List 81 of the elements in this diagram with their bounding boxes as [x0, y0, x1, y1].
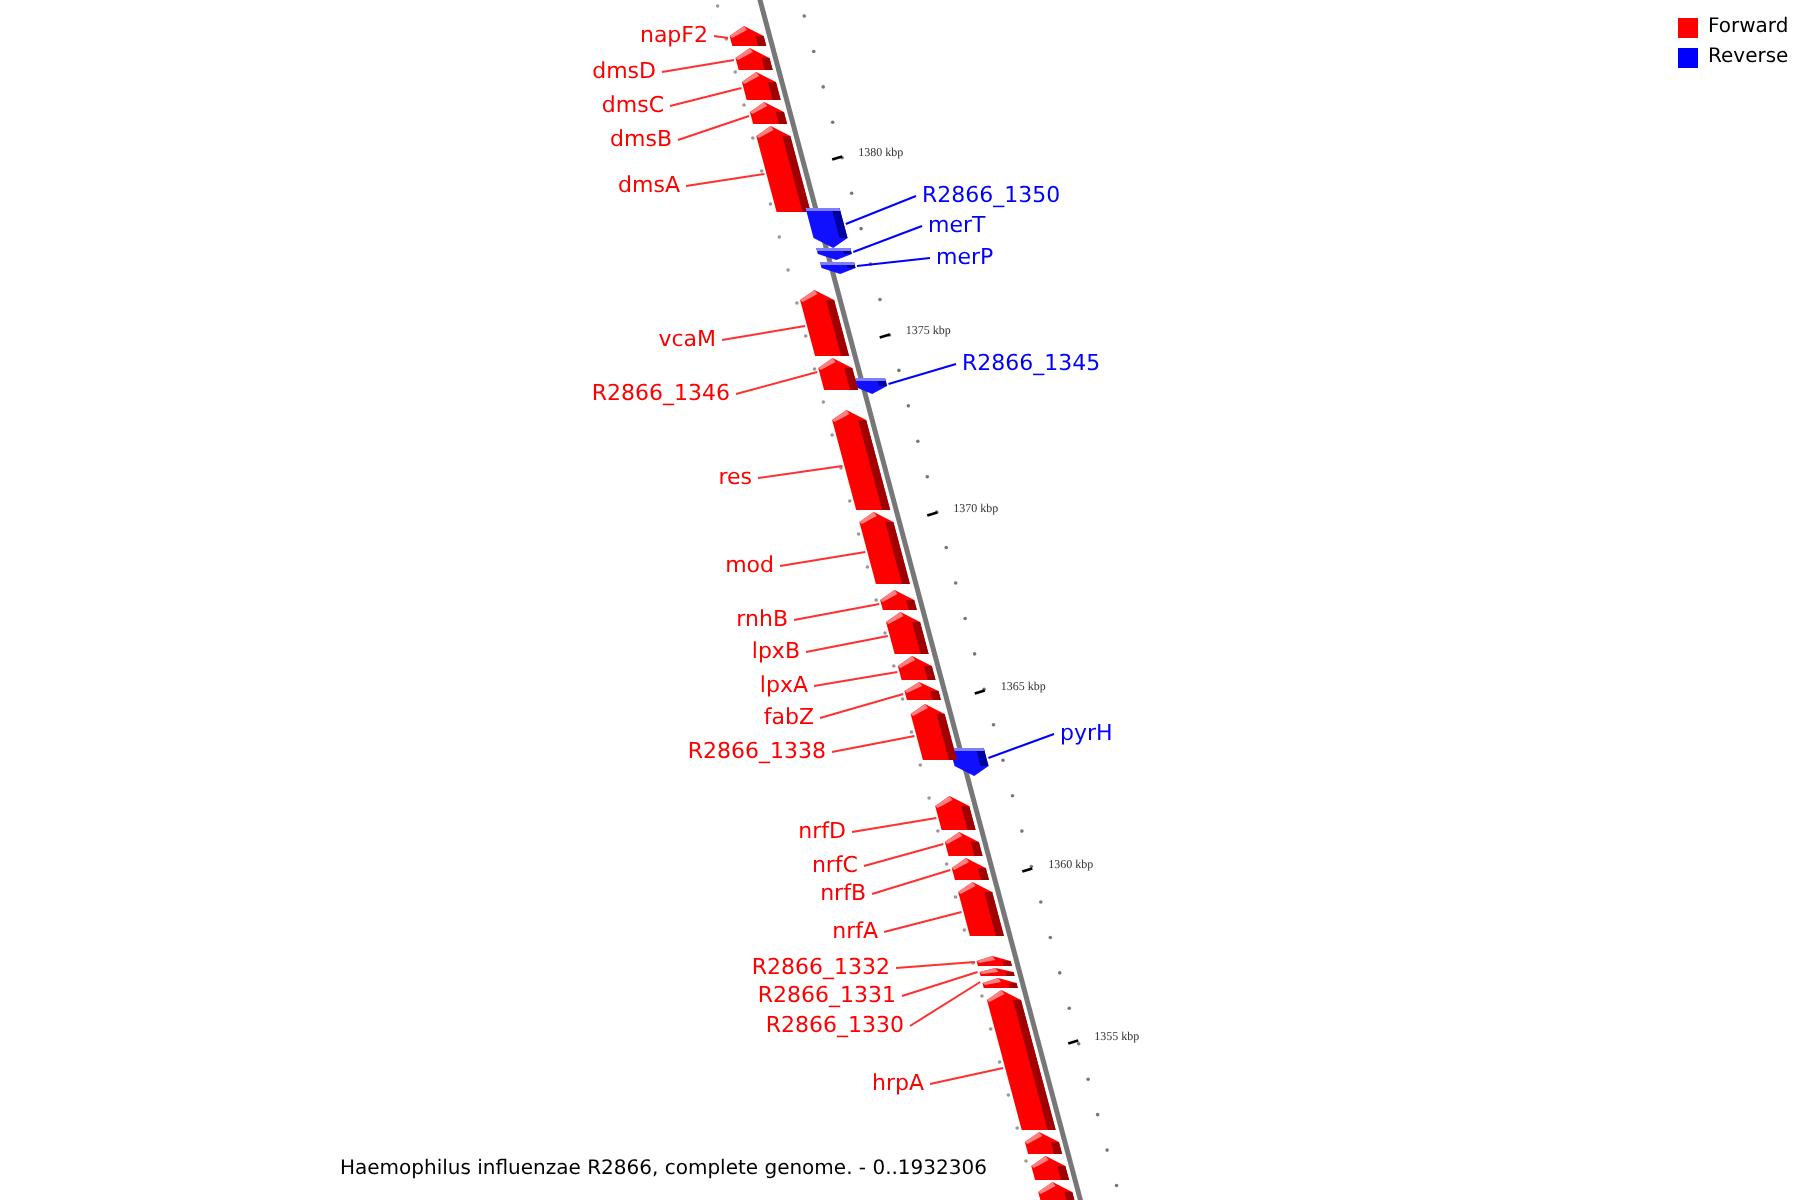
gene-label: fabZ: [763, 704, 814, 732]
leader-line: [901, 971, 979, 997]
gene-label: dmsA: [618, 172, 680, 200]
leader-line: [863, 843, 945, 867]
gene-label: vcaM: [658, 326, 716, 354]
gene-block: [749, 102, 788, 124]
gene-label: dmsD: [592, 58, 656, 86]
gene-block: [1024, 1132, 1063, 1154]
leader-line: [852, 225, 923, 253]
gene-block: [897, 656, 936, 680]
gene-label: lpxB: [751, 638, 800, 666]
leader-line: [831, 735, 916, 753]
leader-line: [805, 635, 889, 653]
gene-label: hrpA: [871, 1070, 924, 1098]
leader-line: [713, 35, 730, 39]
gene-label: pyrH: [1060, 720, 1113, 748]
leader-line: [851, 817, 938, 833]
gene-block: [944, 832, 983, 856]
gene-label: R2866_1338: [687, 738, 826, 766]
leader-line: [819, 693, 905, 719]
leader-line: [677, 115, 750, 141]
leader-line: [844, 195, 917, 225]
gene-label: merT: [928, 212, 986, 240]
gene-label: R2866_1346: [591, 380, 730, 408]
gene-block: [729, 26, 767, 46]
gene-block: [818, 358, 859, 390]
leader-line: [887, 363, 957, 385]
gene-label: R2866_1330: [765, 1012, 904, 1040]
gene-block: [949, 748, 989, 776]
gene-block: [976, 956, 1012, 966]
gene-block: [816, 248, 852, 260]
leader-line: [721, 325, 807, 341]
leader-line: [856, 257, 931, 267]
leader-line: [895, 961, 976, 969]
gene-label: dmsC: [601, 92, 664, 120]
leader-line: [929, 1067, 1005, 1085]
gene-label: merP: [936, 244, 994, 272]
gene-block: [1031, 1156, 1070, 1180]
leader-line: [735, 371, 819, 395]
gene-label: res: [718, 464, 752, 492]
gene-label: lpxA: [759, 672, 808, 700]
gene-block: [987, 990, 1056, 1130]
leader-line: [661, 59, 735, 73]
gene-label: nrfA: [832, 918, 878, 946]
gene-label: nrfD: [798, 818, 846, 846]
gene-block: [741, 72, 781, 100]
gene-block: [880, 590, 917, 610]
gene-label: nrfC: [811, 852, 858, 880]
gene-block: [951, 858, 989, 880]
gene-label: nrfB: [820, 880, 866, 908]
leader-line: [909, 981, 982, 1027]
gene-label: rnhB: [736, 606, 788, 634]
leader-line: [883, 911, 963, 933]
gene-label: R2866_1350: [922, 182, 1061, 210]
gene-label: napF2: [639, 22, 708, 50]
leader-line: [813, 671, 899, 687]
leader-line: [685, 173, 766, 187]
gene-block: [979, 968, 1015, 976]
legend-label: Forward: [1708, 16, 1789, 40]
gene-block: [859, 512, 910, 584]
gene-block: [735, 48, 773, 70]
gene-block: [1038, 1182, 1078, 1200]
gene-label: mod: [725, 552, 774, 580]
caption: Haemophilus influenzae R2866, complete genome. - 0..1932306: [340, 1156, 987, 1182]
gene-label: R2866_1332: [751, 954, 890, 982]
leader-line: [779, 551, 867, 567]
leader-line: [669, 87, 743, 107]
gene-block: [910, 704, 957, 760]
legend-label: Reverse: [1708, 46, 1789, 70]
gene-label: dmsB: [610, 126, 672, 154]
gene-block: [982, 978, 1018, 988]
gene-block: [904, 682, 941, 700]
leader-line: [757, 465, 844, 479]
leader-line: [871, 869, 952, 895]
gene-label: R2866_1331: [757, 982, 896, 1010]
leader-line: [793, 603, 881, 621]
gene-label: R2866_1345: [962, 350, 1101, 378]
gene-block: [935, 796, 976, 830]
gene-block: [819, 262, 856, 274]
gene-block: [832, 410, 891, 510]
leader-line: [987, 733, 1055, 759]
